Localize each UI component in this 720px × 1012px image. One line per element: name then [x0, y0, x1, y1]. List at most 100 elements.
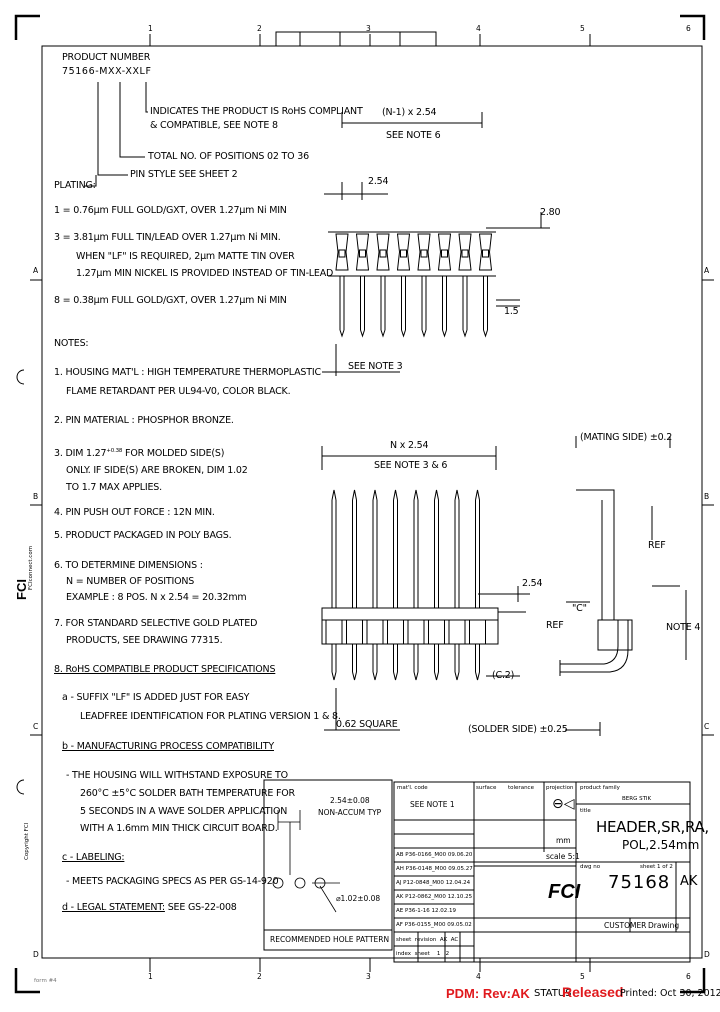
tb-title-1: HEADER,SR,RA, [596, 818, 709, 836]
hole-diameter: ⌀1.02±0.08 [336, 894, 381, 903]
dim-see-note-3-6: SEE NOTE 3 & 6 [374, 460, 448, 471]
corner-mark-tr [680, 14, 706, 40]
tb-dwg-no-label: dwg no [580, 864, 601, 870]
note-6a: 6. TO DETERMINE DIMENSIONS : [54, 560, 203, 571]
rohs-note-1: INDICATES THE PRODUCT IS RoHS COMPLIANT [150, 106, 363, 117]
dim-see-note-6: SEE NOTE 6 [386, 130, 441, 141]
product-number-heading: PRODUCT NUMBER [62, 52, 151, 63]
note-1b: FLAME RETARDANT PER UL94-V0, COLOR BLACK… [66, 386, 291, 397]
tb-title-2: POL,2.54mm [622, 838, 700, 852]
note-8b-2: 260°C ±5°C SOLDER BATH TEMPERATURE FOR [80, 788, 295, 799]
zone-col-5-top: 5 [580, 24, 585, 33]
registration-mark [16, 369, 25, 385]
note-8c-1: - MEETS PACKAGING SPECS AS PER GS-14-920 [66, 876, 279, 887]
zone-col-1-bottom: 1 [148, 972, 153, 981]
copyright: Copyright FCI [24, 822, 30, 860]
notes-heading: NOTES: [54, 338, 89, 349]
tb-units: mm [556, 836, 571, 845]
top-view-pin [355, 233, 370, 338]
top-tab-box [275, 31, 437, 47]
hole-pattern-caption: RECOMMENDED HOLE PATTERN [270, 935, 390, 944]
note-7a: 7. FOR STANDARD SELECTIVE GOLD PLATED [54, 618, 258, 629]
note-1a: 1. HOUSING MAT'L : HIGH TEMPERATURE THER… [54, 367, 321, 378]
note-3b: ONLY. IF SIDE(S) ARE BROKEN, DIM 1.02 [66, 465, 248, 476]
note-8: 8. RoHS COMPATIBLE PRODUCT SPECIFICATION… [54, 664, 276, 675]
plating-option-3-lf-2: 1.27μm MIN NICKEL IS PROVIDED INSTEAD OF… [76, 268, 334, 279]
dim-n-pitch: N x 2.54 [390, 440, 429, 451]
zone-col-3-top: 3 [366, 24, 371, 33]
sheet-row: sheet revision AK AC [396, 937, 459, 943]
dim-ref-lower: REF [546, 620, 564, 631]
projection-symbol-icon: ⊖◁ [552, 796, 575, 812]
side-view-pin [346, 489, 363, 681]
side-view-pin [387, 489, 404, 681]
corner-mark-br [680, 968, 706, 994]
note-8b-3: 5 SECONDS IN A WAVE SOLDER APPLICATION [80, 806, 288, 817]
hole-spacing: 2.54±0.08 [330, 796, 370, 805]
note-8b-1: - THE HOUSING WILL WITHSTAND EXPOSURE TO [66, 770, 288, 781]
side-view-pin [469, 489, 486, 681]
product-number-code: 75166-MXX-XXLF [62, 66, 152, 77]
fci-logo: FCI [548, 881, 581, 903]
revision-row: AJ P12-0848_M00 12.04.24 [396, 880, 471, 886]
note-8a-1: a - SUFFIX "LF" IS ADDED JUST FOR EASY [62, 692, 250, 703]
top-view-pin [478, 233, 493, 338]
dim-2-80: 2.80 [540, 207, 561, 218]
dim-c2: (C.2) [492, 670, 515, 681]
zone-col-6-bottom: 6 [686, 972, 691, 981]
top-view-pins [335, 233, 493, 338]
zone-row-b-left: B [33, 492, 39, 501]
hole-pattern [272, 810, 340, 913]
printed-date: Printed: Oct 30, 2012 [620, 988, 720, 999]
corner-mark-bl [14, 968, 40, 994]
pdm-revision: PDM: Rev:AK [446, 986, 530, 1001]
dim-square: 0.62 SQUARE [336, 719, 398, 730]
top-view-connector [322, 112, 550, 376]
status-value: Released [562, 984, 624, 1000]
side-view-pin [325, 489, 343, 681]
side-view-pin [448, 489, 466, 681]
note-6c: EXAMPLE : 8 POS. N x 2.54 = 20.32mm [66, 592, 247, 603]
top-view-pin [458, 233, 472, 338]
note-8b-4: WITH A 1.6mm MIN THICK CIRCUIT BOARD. [80, 823, 278, 834]
note-7b: PRODUCTS, SEE DRAWING 77315. [66, 635, 223, 646]
tb-product-family: BERG STIK [622, 796, 652, 802]
zone-col-3-bottom: 3 [366, 972, 371, 981]
plating-option-1: 1 = 0.76μm FULL GOLD/GXT, OVER 1.27μm Ni… [54, 205, 287, 216]
note-4: 4. PIN PUSH OUT FORCE : 12N MIN. [54, 507, 215, 518]
revision-row: AH P36-0148_M00 09.05.27 [396, 866, 473, 872]
side-view-pin [366, 489, 384, 681]
note-3a: 3. DIM 1.27+0.38 FOR MOLDED SIDE(S) [54, 448, 225, 460]
part-number-leaders [84, 82, 148, 187]
side-view-pin [407, 489, 425, 681]
note-8a-2: LEADFREE IDENTIFICATION FOR PLATING VERS… [80, 711, 341, 722]
tb-matl-code-value: SEE NOTE 1 [410, 800, 455, 809]
tb-projection-label: projection [546, 785, 574, 791]
side-view-connector [321, 446, 530, 731]
top-view-pin [335, 233, 349, 338]
tb-matl-code-label: mat'l. code [397, 785, 428, 791]
tb-product-family-label: product family [580, 785, 620, 791]
zone-row-a-left: A [33, 266, 39, 275]
dim-n-minus-1-pitch: (N-1) x 2.54 [382, 107, 437, 118]
zone-row-a-right: A [704, 266, 710, 275]
note-3c: TO 1.7 MAX APPLIES. [66, 482, 162, 493]
note-8d: d - LEGAL STATEMENT: SEE GS-22-008 [62, 902, 237, 913]
zone-col-4-top: 4 [476, 24, 481, 33]
zone-col-4-bottom: 4 [476, 972, 481, 981]
tb-scale: scale 5:1 [546, 852, 580, 861]
tb-surface-label: surface [476, 785, 497, 791]
note-8b: b - MANUFACTURING PROCESS COMPATIBILITY [62, 741, 274, 752]
plating-option-3-lf: WHEN "LF" IS REQUIRED, 2μm MATTE TIN OVE… [76, 251, 295, 262]
fci-logo-vertical: FCI [14, 579, 29, 600]
note-5: 5. PRODUCT PACKAGED IN POLY BAGS. [54, 530, 232, 541]
pin-style-note: PIN STYLE SEE SHEET 2 [130, 169, 238, 180]
side-view-pins [325, 489, 486, 681]
zone-col-2-bottom: 2 [257, 972, 262, 981]
zone-col-5-bottom: 5 [580, 972, 585, 981]
corner-mark-tl [14, 14, 40, 40]
top-view-pin [376, 233, 390, 338]
dim-solder-side: (SOLDER SIDE) ±0.25 [468, 724, 568, 735]
title-block-lines [393, 781, 691, 963]
